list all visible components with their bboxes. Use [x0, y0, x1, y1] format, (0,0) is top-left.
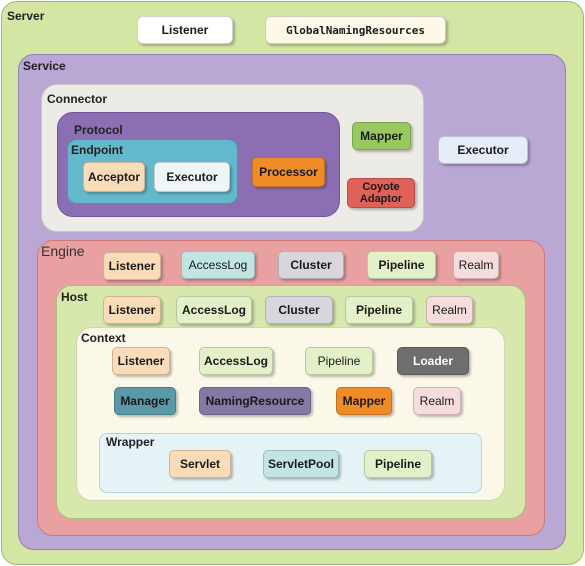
wrapper-label: Wrapper: [106, 435, 155, 449]
context-pipeline-box: Pipeline: [305, 347, 373, 375]
endpoint-executor-box: Executor: [154, 162, 230, 192]
service-label: Service: [23, 59, 66, 73]
connector-mapper-box: Mapper: [352, 122, 411, 150]
engine-pipeline-box: Pipeline: [367, 251, 436, 279]
protocol-label: Protocol: [74, 123, 123, 137]
service-executor-box: Executor: [438, 136, 528, 164]
host-accesslog-box: AccessLog: [176, 296, 252, 324]
engine-listener-box: Listener: [103, 252, 161, 280]
servlet-pool-box: ServletPool: [263, 450, 339, 478]
context-manager-box: Manager: [114, 387, 176, 415]
engine-realm-box: Realm: [453, 251, 499, 279]
servlet-box: Servlet: [169, 450, 231, 478]
server-listener-box: Listener: [137, 16, 233, 44]
global-naming-resources-box: GlobalNamingResources: [265, 16, 446, 44]
acceptor-box: Acceptor: [83, 162, 145, 192]
host-cluster-box: Cluster: [265, 296, 333, 324]
connector-label: Connector: [47, 92, 107, 106]
context-mapper-box: Mapper: [336, 387, 392, 415]
endpoint-label: Endpoint: [71, 143, 123, 157]
engine-accesslog-box: AccessLog: [181, 251, 255, 279]
wrapper-pipeline-box: Pipeline: [364, 450, 432, 478]
coyote-adaptor-box: Coyote Adaptor: [347, 178, 415, 208]
context-naming-resource-box: NamingResource: [199, 387, 311, 415]
context-realm-box: Realm: [413, 387, 461, 415]
engine-label: Engine: [41, 243, 85, 259]
server-label: Server: [7, 9, 45, 23]
host-realm-box: Realm: [426, 296, 473, 324]
engine-cluster-box: Cluster: [278, 251, 344, 279]
context-label: Context: [81, 331, 126, 345]
host-pipeline-box: Pipeline: [345, 296, 413, 324]
host-listener-box: Listener: [103, 296, 161, 324]
host-label: Host: [61, 290, 88, 304]
context-accesslog-box: AccessLog: [199, 347, 273, 375]
context-loader-box: Loader: [397, 347, 469, 375]
context-listener-box: Listener: [112, 347, 170, 375]
processor-box: Processor: [252, 157, 325, 187]
